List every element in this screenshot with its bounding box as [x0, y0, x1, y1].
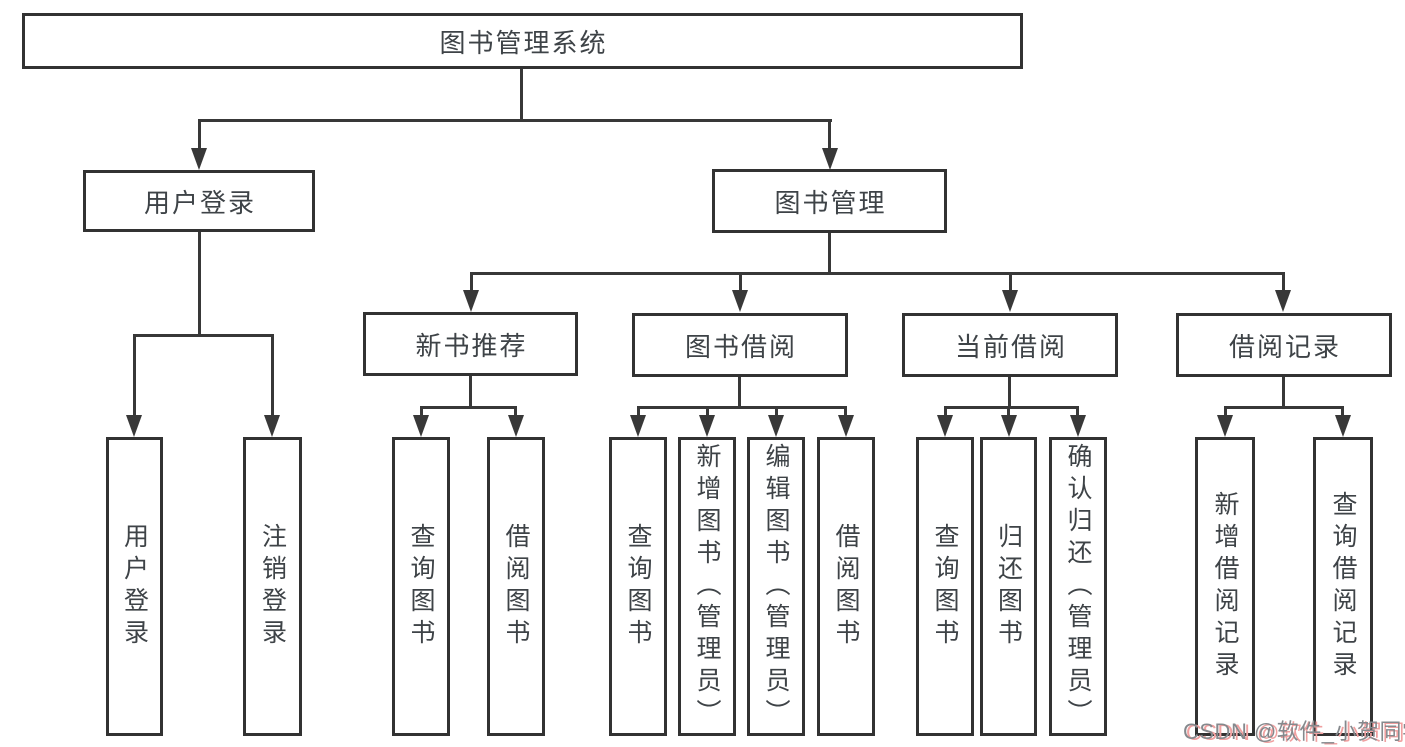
arrowhead-cur-c0	[937, 415, 953, 437]
leaf-current-query-label: 查询图书	[931, 522, 959, 651]
edge-records-stub	[1282, 377, 1285, 408]
edge-to-leaf-login	[133, 334, 136, 419]
leaf-recommend-query-label: 查询图书	[407, 522, 435, 651]
node-book-mgmt-label: 图书管理	[774, 187, 887, 218]
leaf-current-query: 查询图书	[916, 437, 974, 736]
edge-borrow-split	[637, 406, 847, 409]
arrowhead-borrow	[732, 290, 748, 312]
arrowhead-leaf-login	[126, 415, 142, 437]
arrowhead-book-mgmt	[822, 148, 838, 170]
edge-user-stub	[198, 232, 201, 336]
arrowhead-current	[1002, 290, 1018, 312]
edge-rec-c1	[514, 406, 517, 418]
node-book-mgmt: 图书管理	[712, 169, 947, 233]
leaf-current-return: 归还图书	[980, 437, 1037, 736]
leaf-current-return-label: 归还图书	[994, 522, 1023, 651]
arrowhead-bor-c1	[699, 415, 715, 437]
edge-cur-c1	[1007, 406, 1010, 418]
edge-rec-c0	[420, 406, 423, 418]
leaf-user-login: 用户登录	[106, 437, 163, 736]
leaf-borrow-add-label: 新增图书（管理员）	[693, 442, 721, 731]
node-current: 当前借阅	[902, 313, 1118, 377]
edge-cur-c0	[944, 406, 947, 418]
node-recommend-label: 新书推荐	[415, 330, 528, 361]
edge-current-split	[944, 406, 1079, 409]
edge-bor-c0	[637, 406, 640, 418]
leaf-user-login-label: 用户登录	[120, 522, 149, 651]
edge-to-current	[1009, 272, 1012, 292]
leaf-recommend-query: 查询图书	[392, 437, 450, 736]
edge-to-recommend	[470, 272, 473, 292]
leaf-borrow-add: 新增图书（管理员）	[678, 437, 736, 736]
edge-bor-c1	[706, 406, 709, 418]
arrowhead-recommend	[463, 290, 479, 312]
leaf-recommend-borrow-label: 借阅图书	[502, 522, 530, 651]
leaf-borrow-query-label: 查询图书	[624, 522, 652, 651]
leaf-current-confirm-label: 确认归还（管理员）	[1064, 442, 1092, 731]
leaf-recommend-borrow: 借阅图书	[487, 437, 545, 736]
node-user-login: 用户登录	[83, 170, 315, 232]
edge-user-split	[133, 334, 274, 337]
node-recommend: 新书推荐	[363, 312, 578, 376]
arrowhead-recd-c0	[1217, 415, 1233, 437]
arrowhead-rec-c1	[508, 415, 524, 437]
node-borrow-label: 图书借阅	[684, 331, 797, 362]
arrowhead-bor-c2	[768, 415, 784, 437]
arrowhead-leaf-logout	[264, 415, 280, 437]
leaf-records-query: 查询借阅记录	[1313, 437, 1373, 736]
leaf-borrow-edit-label: 编辑图书（管理员）	[762, 442, 790, 731]
node-root-label: 图书管理系统	[439, 27, 608, 58]
node-records: 借阅记录	[1176, 313, 1392, 377]
leaf-user-logout: 注销登录	[243, 437, 302, 736]
edge-recd-c0	[1224, 406, 1227, 418]
edge-to-user-login	[198, 119, 201, 151]
edge-to-borrow	[739, 272, 742, 292]
leaf-records-add: 新增借阅记录	[1195, 437, 1255, 736]
leaf-user-logout-label: 注销登录	[258, 522, 287, 651]
edge-to-records	[1282, 272, 1285, 292]
edge-recommend-stub	[469, 376, 472, 408]
arrowhead-user-login	[191, 148, 207, 170]
node-records-label: 借阅记录	[1228, 331, 1341, 362]
node-borrow: 图书借阅	[632, 313, 848, 377]
node-root: 图书管理系统	[22, 13, 1023, 69]
node-current-label: 当前借阅	[954, 331, 1067, 362]
leaf-borrow-query: 查询图书	[609, 437, 667, 736]
edge-level2-split	[198, 119, 832, 122]
csdn-watermark: CSDN @软件_小贺同学	[1183, 719, 1405, 744]
leaf-borrow-edit: 编辑图书（管理员）	[747, 437, 805, 736]
edge-records-split	[1224, 406, 1344, 409]
arrowhead-bor-c3	[838, 415, 854, 437]
edge-cur-c2	[1076, 406, 1079, 418]
edge-root-stub	[520, 69, 523, 120]
edge-to-book-mgmt	[828, 119, 831, 151]
node-user-login-label: 用户登录	[143, 187, 256, 218]
leaf-current-confirm: 确认归还（管理员）	[1049, 437, 1107, 736]
edge-borrow-stub	[738, 377, 741, 408]
edge-book-stub	[828, 233, 831, 274]
edge-current-stub	[1008, 377, 1011, 408]
edge-recommend-split	[420, 406, 517, 409]
edge-level3-split	[470, 272, 1284, 275]
arrowhead-recd-c1	[1335, 415, 1351, 437]
edge-to-leaf-logout	[271, 334, 274, 419]
arrowhead-cur-c1	[1001, 415, 1017, 437]
leaf-records-add-label: 新增借阅记录	[1211, 490, 1239, 683]
leaf-records-query-label: 查询借阅记录	[1329, 490, 1357, 683]
arrowhead-bor-c0	[630, 415, 646, 437]
edge-bor-c3	[844, 406, 847, 418]
arrowhead-cur-c2	[1070, 415, 1086, 437]
edge-bor-c2	[775, 406, 778, 418]
arrowhead-records	[1275, 290, 1291, 312]
arrowhead-rec-c0	[413, 415, 429, 437]
leaf-borrow-borrow-label: 借阅图书	[832, 522, 860, 651]
leaf-borrow-borrow: 借阅图书	[817, 437, 875, 736]
edge-recd-c1	[1341, 406, 1344, 418]
